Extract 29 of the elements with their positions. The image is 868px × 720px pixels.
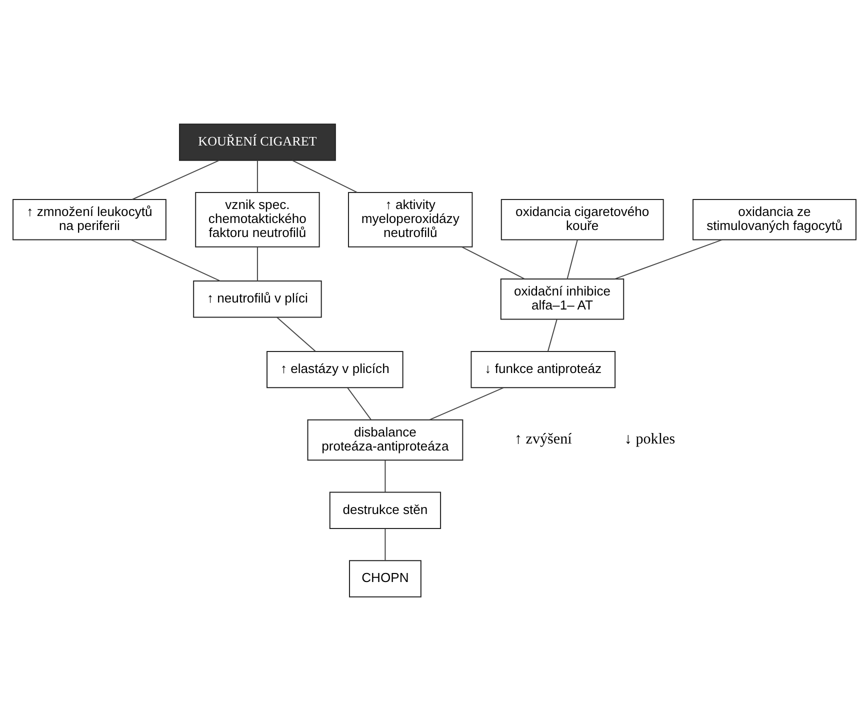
connector bbox=[461, 246, 524, 279]
connector bbox=[384, 460, 386, 492]
node-box: ↑ elastázy v plicích bbox=[266, 350, 403, 388]
node-box: disbalance proteáza-antiproteáza bbox=[306, 418, 463, 460]
node-box: ↑ neutrofilů v plíci bbox=[192, 280, 322, 318]
node-box: oxidancia cigaretového kouře bbox=[500, 198, 664, 240]
connector bbox=[130, 238, 220, 281]
connector bbox=[291, 159, 357, 192]
connector bbox=[276, 316, 316, 352]
node-box: oxidační inhibice alfa–1– AT bbox=[500, 278, 624, 320]
connector bbox=[131, 159, 220, 200]
legend-label: ↑ zvýšení bbox=[514, 430, 572, 447]
legend-label: ↓ pokles bbox=[624, 430, 675, 447]
node-box: ↓ funkce antiproteáz bbox=[470, 350, 616, 388]
node-box: CHOPN bbox=[348, 560, 421, 597]
connector bbox=[346, 387, 371, 420]
node-box: KOUŘENÍ CIGARET bbox=[178, 123, 336, 160]
node-box: ↑ zmnožení leukocytů na periferii bbox=[12, 198, 166, 240]
connector bbox=[566, 239, 578, 279]
connector bbox=[614, 238, 722, 279]
connector bbox=[384, 528, 386, 560]
node-box: destrukce stěn bbox=[328, 491, 441, 528]
node-box: oxidancia ze stimulovaných fagocytů bbox=[692, 198, 856, 240]
connector bbox=[256, 246, 258, 280]
node-box: ↑ aktivity myeloperoxidázy neutrofilů bbox=[348, 192, 472, 247]
connector bbox=[256, 160, 258, 192]
node-box: vznik spec. chemotaktického faktoru neutrofilů bbox=[194, 192, 320, 247]
connector bbox=[547, 318, 557, 351]
connector bbox=[428, 386, 503, 420]
